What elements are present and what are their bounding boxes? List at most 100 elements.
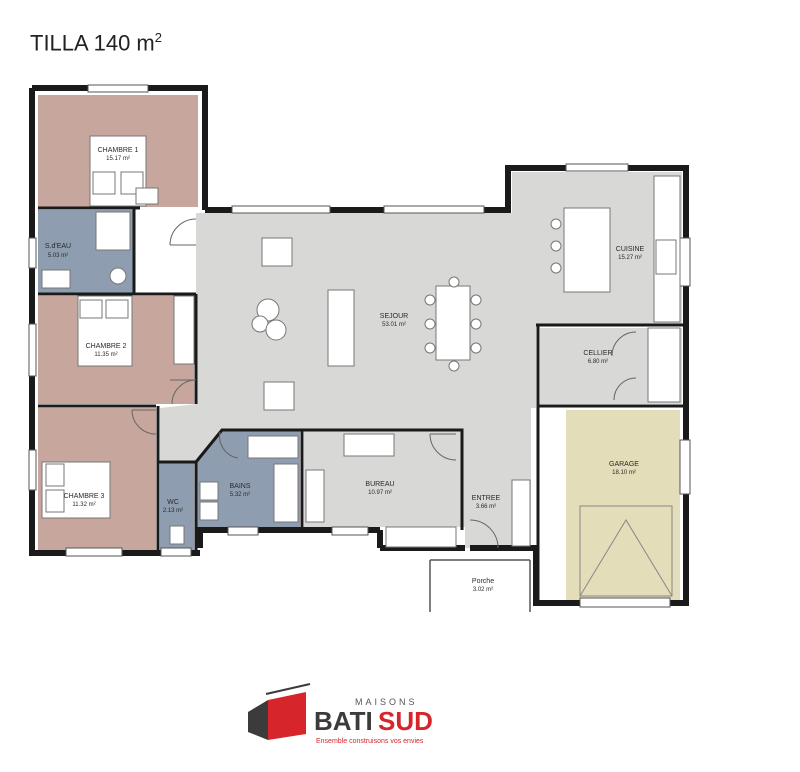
wc-label: WC — [167, 499, 179, 506]
chambre1-label: CHAMBRE 1 — [98, 147, 139, 154]
cuisine-area: 15.27 m² — [618, 255, 642, 261]
bureau-area: 10.97 m² — [368, 490, 392, 496]
window — [227, 526, 259, 536]
side-table-icon — [265, 319, 287, 341]
garage-door-zone — [579, 505, 673, 597]
sejour-area: 53.01 m² — [382, 322, 406, 328]
sdeau-label: S.d'EAU — [45, 243, 71, 250]
logo-tagline: Ensemble construisons vos envies — [316, 738, 424, 745]
window — [565, 163, 629, 172]
chair-icon — [448, 276, 460, 288]
window — [28, 449, 37, 491]
sink-icon — [41, 269, 71, 289]
door-swing — [219, 431, 239, 459]
bureau-label: BUREAU — [365, 481, 394, 488]
cellier-label: CELLIER — [583, 350, 612, 357]
wardrobe-icon — [385, 526, 457, 548]
logo-house-red — [268, 692, 306, 740]
window — [160, 547, 192, 557]
sink-icon — [199, 501, 219, 521]
fridge-icon — [511, 479, 531, 547]
chair-icon — [448, 360, 460, 372]
garage-label: GARAGE — [609, 461, 639, 468]
dining-table-icon — [435, 285, 471, 361]
cellier-area: 6.80 m² — [588, 359, 608, 365]
chambre2-label: CHAMBRE 2 — [86, 343, 127, 350]
chair-icon — [470, 318, 482, 330]
bathtub-icon — [273, 463, 299, 523]
door-swing — [170, 379, 197, 405]
logo-roof-line — [265, 683, 311, 695]
chair-icon — [424, 342, 436, 354]
cuisine-label: CUISINE — [616, 246, 645, 253]
window — [231, 205, 331, 214]
pillow-icon — [45, 489, 65, 513]
garage-floor — [566, 410, 680, 600]
door-swing — [169, 218, 197, 246]
side-table-icon — [256, 298, 280, 322]
entree-label: ENTREE — [472, 495, 501, 502]
window — [383, 205, 485, 214]
logo-house-dark — [248, 700, 268, 740]
window — [679, 439, 691, 495]
shower-icon — [95, 211, 131, 251]
logo-small-text: MAISONS — [355, 697, 418, 707]
garage-side-floor — [540, 410, 564, 600]
batisud-logo: MAISONS BATI SUD Ensemble construisons v… — [248, 683, 433, 745]
plan-title-text: TILLA 140 m — [30, 30, 155, 56]
stool-icon — [550, 218, 562, 230]
armchair-icon — [263, 381, 295, 411]
window — [65, 547, 123, 557]
entree-area: 3.66 m² — [476, 504, 496, 510]
bains-area: 5.32 m² — [230, 492, 250, 498]
door-swing — [469, 519, 499, 549]
chambre3-area: 11.32 m² — [72, 502, 95, 508]
plan-title: TILLA 140 m2 — [30, 30, 162, 56]
chair-icon — [424, 294, 436, 306]
stool-icon — [550, 262, 562, 274]
logo-sud: SUD — [378, 706, 433, 736]
closet-icon — [647, 327, 681, 403]
window — [679, 237, 691, 287]
chambre2-area: 11.35 m² — [94, 352, 117, 358]
window — [87, 84, 149, 93]
sejour-label: SEJOUR — [380, 313, 408, 320]
nightstand-icon — [135, 187, 159, 205]
window — [331, 526, 369, 536]
chair-icon — [470, 294, 482, 306]
sink-icon — [199, 481, 219, 501]
kitchen-island-icon — [563, 207, 611, 293]
sink-icon — [655, 239, 677, 275]
plan-title-sup: 2 — [154, 30, 162, 45]
porche-area: 3.02 m² — [473, 587, 493, 593]
door-swing — [131, 409, 157, 435]
pillow-icon — [92, 171, 116, 195]
bains-label: BAINS — [229, 483, 250, 490]
wc-area: 2.13 m² — [163, 508, 183, 514]
door-swing — [611, 331, 637, 357]
garage-door — [579, 597, 671, 608]
porche-label: Porche — [472, 578, 494, 585]
garage-door-swing — [579, 519, 673, 597]
toilet-icon — [169, 525, 185, 545]
inner-walls — [38, 206, 686, 603]
furniture — [41, 135, 681, 548]
chambre3-label: CHAMBRE 3 — [64, 493, 105, 500]
pillow-icon — [79, 299, 103, 319]
chair-icon — [424, 318, 436, 330]
logo-bati: BATI — [314, 706, 373, 736]
porche-outline — [429, 559, 531, 612]
pillow-icon — [45, 463, 65, 487]
window — [28, 237, 37, 269]
chair-icon — [470, 342, 482, 354]
outer-walls — [29, 85, 689, 606]
garage-marks — [579, 505, 673, 597]
sdeau-area: 5.03 m² — [48, 253, 68, 259]
sofa-icon — [343, 433, 395, 457]
stool-icon — [550, 240, 562, 252]
pillow-icon — [105, 299, 129, 319]
washer-icon — [247, 435, 299, 459]
wardrobe-icon — [173, 295, 195, 365]
door-swing — [613, 377, 637, 401]
garage-area: 18.10 m² — [612, 470, 636, 476]
